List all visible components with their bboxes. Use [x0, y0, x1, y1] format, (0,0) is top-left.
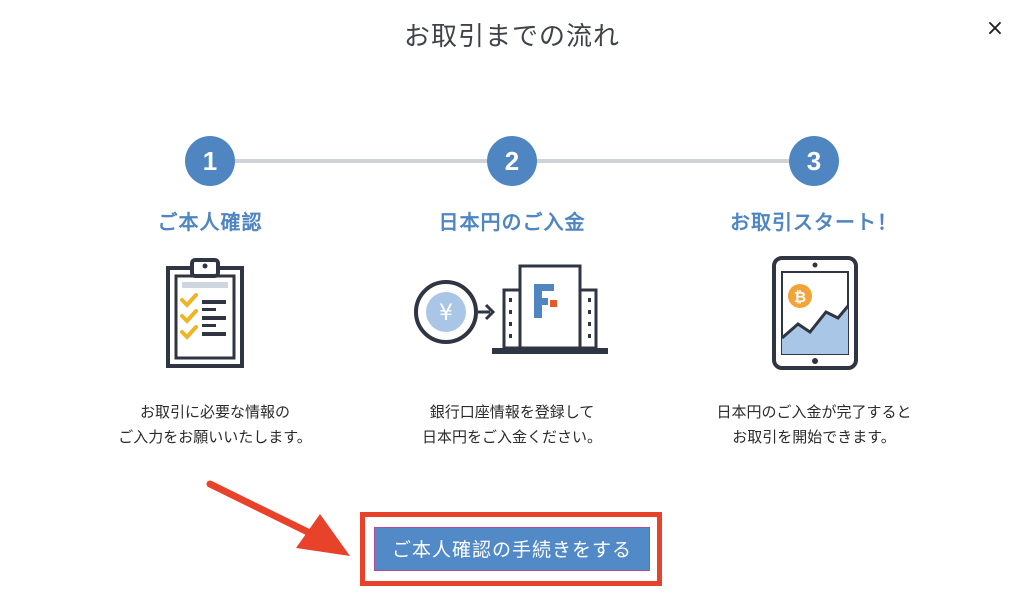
- step-3-desc-line1: 日本円のご入金が完了すると: [716, 403, 912, 421]
- bitcoin-symbol: ₿: [794, 288, 806, 306]
- clipboard-checklist-icon: [166, 258, 244, 368]
- step-2-desc-line1: 銀行口座情報を登録して: [429, 403, 595, 421]
- step-1-description: お取引に必要な情報の ご入力をお願いいたします。: [65, 400, 365, 450]
- yen-deposit-icon: ¥: [414, 264, 608, 354]
- step-1-title: ご本人確認: [157, 210, 263, 234]
- yen-symbol: ¥: [439, 301, 453, 326]
- tablet-bitcoin-chart-icon: ₿: [772, 256, 858, 370]
- step-1-desc-line1: お取引に必要な情報の: [139, 403, 290, 421]
- step-2-desc-line2: 日本円をご入金ください。: [421, 428, 602, 446]
- step-2-description: 銀行口座情報を登録して 日本円をご入金ください。: [362, 400, 662, 450]
- step-3-title: お取引スタート！: [730, 210, 898, 234]
- step-2-title: 日本円のご入金: [438, 210, 586, 234]
- red-arrow-annotation: [206, 480, 350, 556]
- verify-identity-button[interactable]: ご本人確認の手続きをする: [374, 527, 650, 571]
- close-icon[interactable]: ×: [985, 16, 1005, 41]
- step-3-number: 3: [789, 136, 839, 186]
- modal-title: お取引までの流れ: [403, 22, 620, 52]
- step-3-desc-line2: お取引を開始できます。: [732, 428, 896, 446]
- step-2-number: 2: [487, 136, 537, 186]
- step-1-number: 1: [185, 136, 235, 186]
- step-1-desc-line2: ご入力をお願いいたします。: [118, 428, 312, 446]
- step-3-description: 日本円のご入金が完了すると お取引を開始できます。: [664, 400, 964, 450]
